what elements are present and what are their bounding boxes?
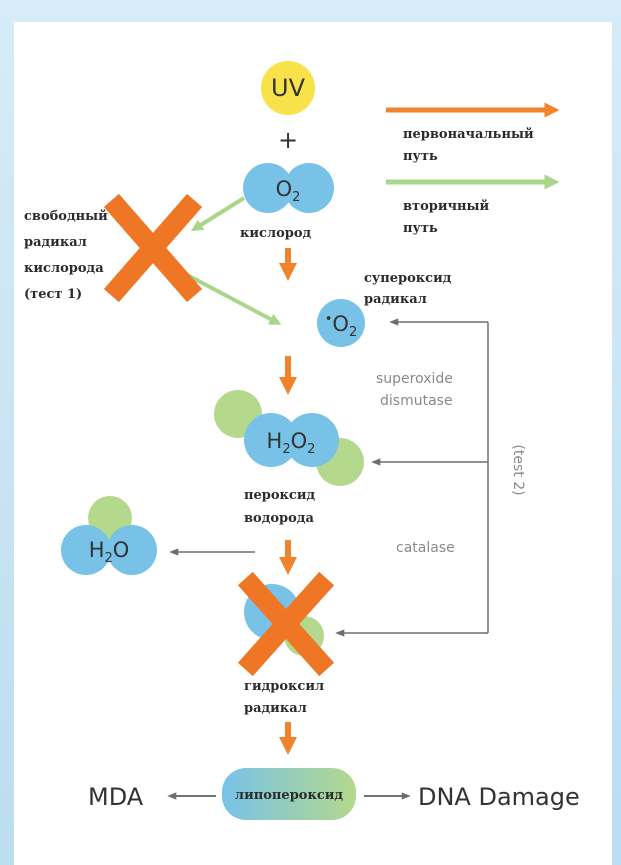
free-radical-line-4: (тест 1) [24, 287, 82, 302]
primary-path-label-2: путь [403, 149, 438, 164]
free-radical-label: свободный радикал кислорода (тест 1) [24, 209, 108, 302]
superoxide-molecule [317, 299, 365, 347]
o2-atom-left [243, 163, 293, 213]
uv-sun: UV [261, 61, 315, 115]
sod-label-2: dismutase [380, 393, 453, 409]
lipoperoxide-label: липопероксид [235, 788, 343, 803]
hydroxyl-label-2: радикал [244, 701, 307, 716]
uv-label: UV [271, 74, 306, 102]
peroxide-label-1: пероксид [244, 488, 315, 503]
superoxide-label-1: супероксид [364, 271, 452, 286]
uv-sun-icon [261, 61, 315, 115]
plus-sign: + [278, 126, 298, 154]
water-molecule: H2O [61, 496, 157, 575]
superoxide-label-2: радикал [364, 292, 427, 307]
test2-label: (test 2) [510, 444, 526, 495]
secondary-path-label-1: вторичный [403, 199, 490, 214]
test2-feedback-lines [335, 318, 489, 637]
dna-damage-label: DNA Damage [418, 783, 580, 811]
h2o2-o-atom-2 [285, 413, 339, 467]
lipoperoxide-capsule [222, 768, 356, 820]
hydrogen-peroxide-molecule: H2O2 [214, 390, 364, 486]
secondary-arrow-to-free-radical [190, 196, 246, 232]
legend: первоначальный путь вторичный путь [386, 102, 560, 236]
oxygen-label: кислород [240, 226, 312, 241]
secondary-path-label-2: путь [403, 221, 438, 236]
free-radical-line-1: свободный [24, 209, 108, 224]
hydroxyl-label-1: гидроксил [244, 679, 324, 694]
hydroxyl-x-icon [237, 571, 335, 677]
superoxide-formula: •O2 [325, 312, 357, 340]
free-radical-x-icon [103, 193, 203, 303]
catalase-label: catalase [396, 540, 455, 556]
free-radical-line-2: радикал [24, 235, 87, 250]
h2o-o-atom-right [107, 525, 157, 575]
free-radical-line-3: кислорода [24, 261, 104, 276]
oxygen-molecule: O2 [243, 163, 334, 213]
h2o-o-atom-left [61, 525, 111, 575]
o2-formula: O2 [276, 177, 301, 205]
o2-atom-right [284, 163, 334, 213]
h2o-formula: H2O [89, 538, 130, 566]
superoxide-radical: •O2 [317, 299, 365, 347]
h2o2-formula: H2O2 [267, 429, 316, 457]
peroxide-label-2: водорода [244, 511, 314, 526]
mda-label: MDA [88, 783, 144, 811]
primary-path-label-1: первоначальный [403, 127, 534, 142]
sod-label-1: superoxide [376, 371, 453, 387]
h2o2-o-atom-1 [244, 413, 298, 467]
